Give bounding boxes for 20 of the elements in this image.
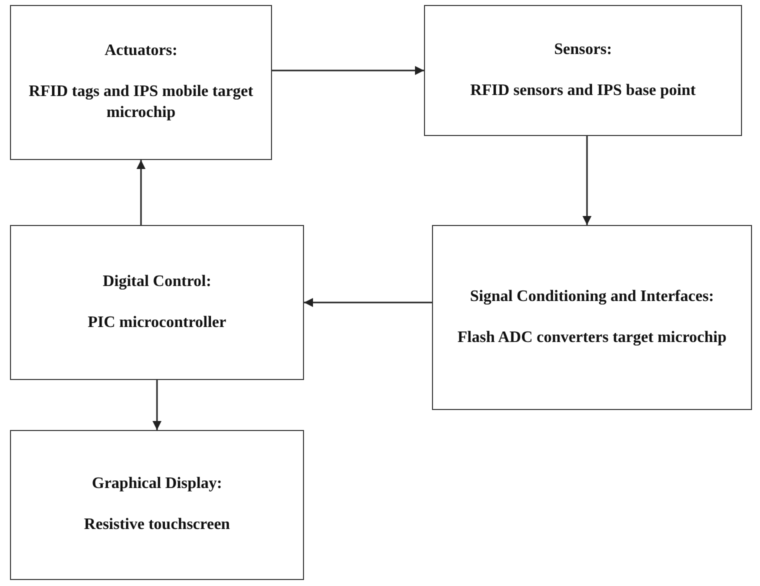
box-heading: Actuators: — [104, 41, 178, 62]
box-heading: Graphical Display: — [92, 474, 222, 494]
box-heading: Digital Control: — [102, 272, 212, 292]
process-box — [424, 5, 742, 136]
box-heading: Sensors: — [554, 40, 612, 60]
box-text: RFID sensors and IPS base point — [470, 80, 696, 100]
box-text: Flash ADC converters target microchip — [458, 328, 726, 348]
box-text: Resistive touchscreen — [84, 515, 230, 535]
process-box — [432, 225, 752, 410]
process-box — [10, 430, 304, 580]
arrow — [304, 298, 432, 307]
arrow — [582, 136, 592, 225]
process-box — [10, 5, 272, 160]
box-heading: Signal Conditioning and Interfaces: — [470, 286, 714, 307]
arrow — [272, 66, 424, 75]
process-box — [10, 225, 304, 380]
arrow — [152, 380, 162, 430]
box-text: RFID tags and IPS mobile target microchip — [28, 82, 254, 123]
arrow — [136, 160, 146, 225]
box-text: PIC microcontroller — [88, 312, 226, 332]
